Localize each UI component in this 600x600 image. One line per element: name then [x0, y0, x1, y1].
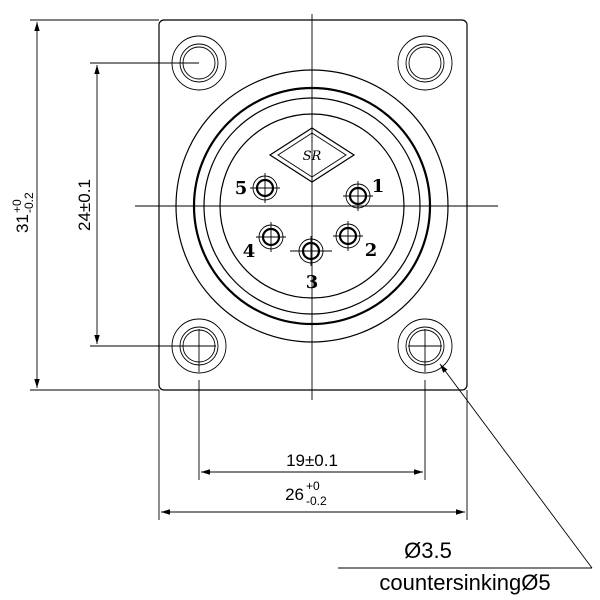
- mounting-hole-top-right: [397, 35, 453, 91]
- height-outer-tol-lower: -0.2: [22, 192, 36, 213]
- width-outer-tol-upper: +0: [306, 479, 320, 493]
- height-outer-tol-upper: +0: [10, 199, 24, 213]
- dimension-width-outer: [158, 390, 468, 520]
- dimension-width-inner: [198, 380, 426, 480]
- pin-1: [343, 181, 373, 211]
- height-inner-label: 24±0.1: [75, 179, 94, 231]
- flange-plate: [158, 19, 468, 391]
- dimension-width-outer-label: 26 +0 -0.2: [285, 479, 327, 508]
- width-outer-base: 26: [285, 485, 304, 504]
- dimension-height-outer: [30, 19, 159, 391]
- dimension-height-outer-label: 31 +0 -0.2: [10, 192, 36, 233]
- pin-label-3: 3: [306, 272, 319, 293]
- height-outer-base: 31: [13, 214, 32, 233]
- center-lines: [135, 14, 498, 400]
- width-outer-tol-lower: -0.2: [306, 494, 327, 508]
- pin-4: [256, 222, 286, 252]
- pin-2: [333, 221, 363, 251]
- pin-3: [290, 236, 332, 266]
- pin-label-5: 5: [235, 178, 248, 199]
- brand-logo: SR: [268, 127, 356, 183]
- countersink-note: countersinkingØ5: [379, 570, 550, 595]
- pin-label-2: 2: [365, 240, 378, 261]
- width-inner-label: 19±0.1: [286, 451, 338, 470]
- dimension-height-inner: [90, 62, 199, 347]
- pin-label-1: 1: [372, 176, 385, 197]
- hole-callout-leader: [338, 363, 593, 569]
- pin-5: [250, 173, 280, 203]
- logo-text: SR: [303, 149, 322, 164]
- pin-label-4: 4: [243, 241, 256, 262]
- hole-diameter-note: Ø3.5: [404, 538, 452, 563]
